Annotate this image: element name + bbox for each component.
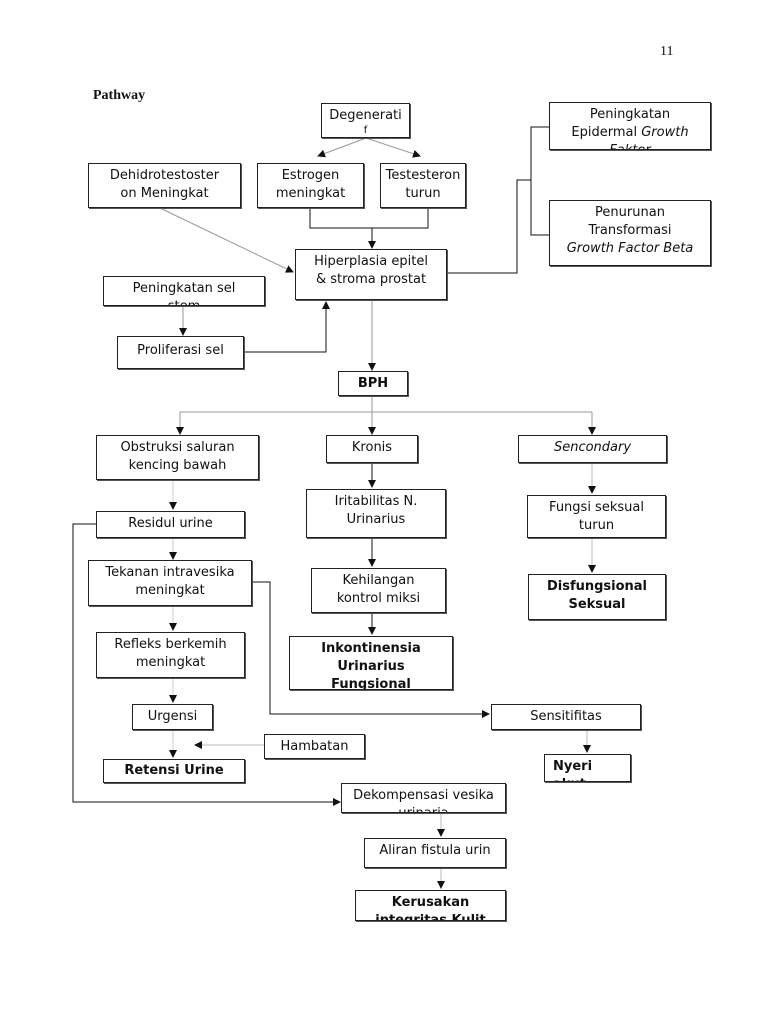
bracket-growth-factors-branch [530,126,549,236]
page-title: Pathway [93,88,146,103]
node-hiperplasia: Hiperplasia epitel& stroma prostat [295,249,447,300]
node-iritabilitas: Iritabilitas N.Urinarius [306,489,446,538]
node-bph: BPH [338,371,408,396]
node-urgensi: Urgensi [132,704,213,730]
node-sensitifitas: Sensitifitas [491,704,641,730]
node-hambatan: Hambatan [264,734,365,759]
bracket-growth-factors [447,179,531,274]
node-kronis: Kronis [326,435,418,463]
node-nyeri: Nyeriakut [544,754,631,782]
node-residul-urine: Residul urine [96,511,245,538]
arrow-degeneratif-testosteron [365,137,421,158]
page-number: 11 [660,44,674,59]
arrow-degeneratif-estrogen [317,137,367,158]
arrow-dht-hiperplasia [159,207,294,273]
arrow-proliferasi-hiperplasia [244,301,330,353]
node-proliferasi: Proliferasi sel [117,336,244,369]
node-dekompensasi: Dekompensasi vesikaurinaria [341,783,506,813]
node-sencondary: Sencondary [518,435,667,463]
arrow-residul-dekompensasi [72,523,341,806]
arrow-tekanan-sensitifitas [252,581,490,718]
node-aliran-fistula: Aliran fistula urin [364,838,506,868]
join-hormones [309,208,429,229]
node-retensi-urine: Retensi Urine [103,759,245,783]
node-sel-stem: Peningkatan selstem [103,276,265,306]
